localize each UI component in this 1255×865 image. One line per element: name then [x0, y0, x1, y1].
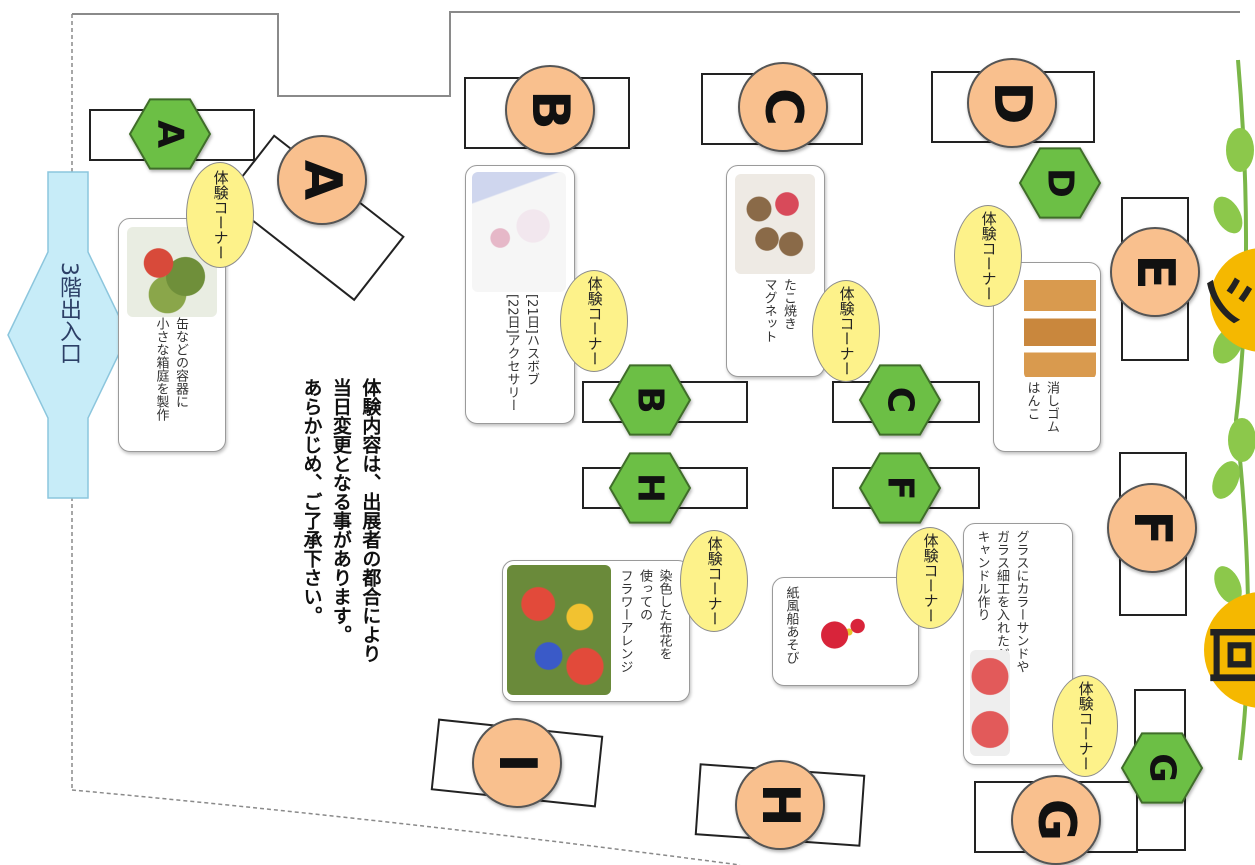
corner-caption: 染色した布花を 使っての フラワーアレンジ [617, 569, 672, 673]
booth-circle [738, 62, 828, 152]
photo-gel-candles [970, 650, 1010, 756]
notice-line: 体験内容は、出展者の都合により [359, 378, 382, 663]
booth-e: E [1110, 227, 1200, 317]
experience-bubble-d: 体験コーナー [954, 205, 1022, 307]
corner-panel-c: たこ焼き マグネット [726, 165, 825, 377]
hexagon-shape [608, 364, 692, 436]
hexagon-shape [1120, 732, 1204, 804]
entrance-label: 3階出入口 [56, 262, 81, 364]
booth-letter: H [750, 783, 810, 827]
corner-panel-d: 消しゴム はんこ [993, 262, 1101, 452]
hexagon-shape [858, 364, 942, 436]
corner-hexagon-c: C [858, 364, 942, 436]
hexagon-letter: C [880, 387, 921, 413]
booth-circle [1107, 483, 1197, 573]
side-sign-char: 回 [1201, 625, 1255, 685]
hexagon-letter: F [880, 476, 921, 501]
booth-letter: F [1122, 510, 1182, 546]
hexagon-shape [608, 452, 692, 524]
booth-circle [472, 718, 562, 808]
booth-a: A [277, 135, 367, 225]
booth-f: F [1107, 483, 1197, 573]
photo-miniature-garden [127, 227, 217, 317]
experience-bubble-b: 体験コーナー [560, 270, 628, 372]
booth-letter: A [292, 160, 352, 200]
booth-circle [1011, 775, 1101, 865]
corner-panel-g: グラスにカラーサンドや ガラス細工を入れたジェル キャンドル作り [963, 523, 1073, 765]
booth-circle [735, 760, 825, 850]
experience-bubble-h: 体験コーナー [680, 530, 748, 632]
booth-circle [505, 65, 595, 155]
booth-letter: I [487, 753, 547, 772]
experience-bubble-a: 体験コーナー [186, 162, 254, 268]
booth-b: B [505, 65, 595, 155]
corner-caption: たこ焼き マグネット [761, 278, 797, 343]
photo-eraser-stamps [1024, 269, 1096, 379]
booth-circle [1110, 227, 1200, 317]
booth-letter: E [1125, 254, 1185, 290]
corner-hexagon-f: F [858, 452, 942, 524]
corner-caption: グラスにカラーサンドや ガラス細工を入れたジェル キャンドル作り [974, 530, 1029, 686]
corner-caption: 缶などの容器に 小さな箱庭を製作 [153, 317, 189, 421]
experience-bubble-f: 体験コーナー [896, 527, 964, 629]
side-sign-decoration: シ 回 [1197, 59, 1255, 761]
experience-bubble-g: 体験コーナー [1052, 675, 1118, 777]
corner-hexagon-b: B [608, 364, 692, 436]
booth-d: D [967, 58, 1057, 148]
corner-caption: [21日]ハスボブ [22日]アクセサリー [504, 294, 540, 412]
photo-accessories [472, 172, 566, 292]
booth-letter: D [982, 81, 1042, 124]
experience-bubble-c: 体験コーナー [812, 280, 880, 382]
hexagon-shape [1018, 147, 1102, 219]
corner-caption: 消しゴム はんこ [1024, 381, 1060, 433]
corner-hexagon-d: D [1018, 147, 1102, 219]
corner-caption: 紙風船あそび [783, 586, 799, 664]
booth-letter: G [1026, 799, 1086, 842]
hexagon-shape [858, 452, 942, 524]
booth-c: C [738, 62, 828, 152]
booth-h: H [735, 760, 825, 850]
notice-line: あらかじめ、ご了承下さい。 [300, 378, 323, 625]
booth-circle [277, 135, 367, 225]
booth-circle [967, 58, 1057, 148]
corner-panel-h: 染色した布花を 使っての フラワーアレンジ [502, 560, 690, 702]
side-sign-char: シ [1197, 273, 1255, 327]
booth-i: I [472, 718, 562, 808]
photo-takoyaki-magnets [735, 174, 815, 274]
hexagon-letter: G [1142, 753, 1183, 783]
hexagon-letter: D [1040, 168, 1081, 198]
hexagon-shape [128, 98, 212, 170]
booth-g: G [1011, 775, 1101, 865]
corner-hexagon-h: H [608, 452, 692, 524]
photo-flower-arrangement [507, 565, 611, 695]
corner-panel-f: 紙風船あそび [772, 577, 919, 686]
corner-hexagon-a: A [128, 98, 212, 170]
hexagon-letter: B [630, 386, 671, 413]
corner-hexagon-g: G [1120, 732, 1204, 804]
notice-line: 当日変更となる事があります。 [329, 378, 352, 644]
corner-panel-b: [21日]ハスボブ [22日]アクセサリー [465, 165, 575, 424]
photo-paper-balloon-toy [813, 602, 885, 662]
corner-panel-a: 缶などの容器に 小さな箱庭を製作 [118, 218, 226, 452]
booth-letter: B [520, 90, 580, 130]
hexagon-letter: A [150, 120, 191, 148]
hexagon-letter: H [630, 473, 671, 503]
booth-letter: C [753, 88, 813, 126]
notice-text: 体験内容は、出展者の都合により 当日変更となる事があります。 あらかじめ、ご了承… [296, 378, 384, 718]
